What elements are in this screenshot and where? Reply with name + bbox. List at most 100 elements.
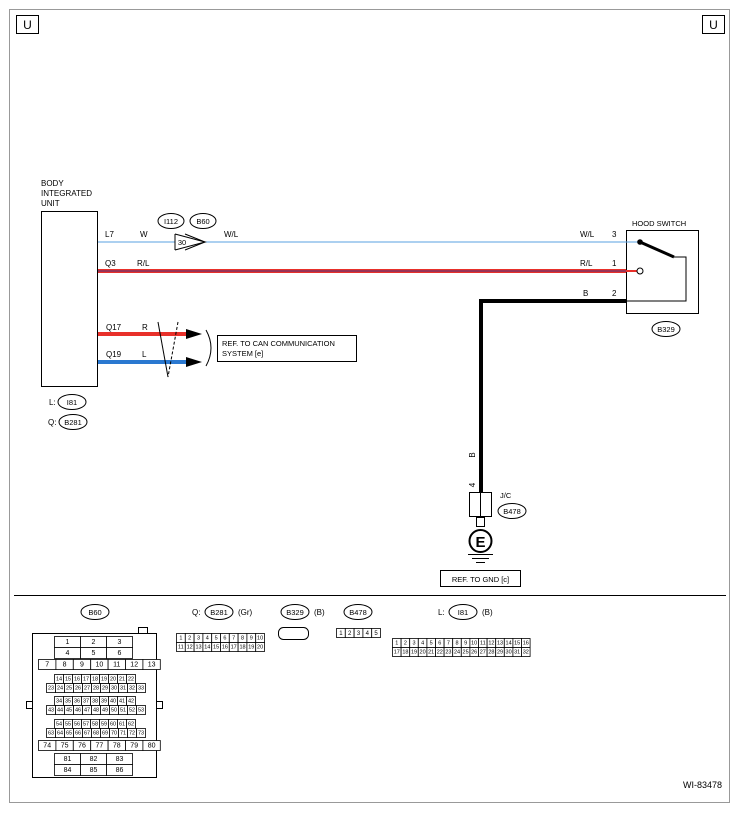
b60-pin-67: 67 [84, 731, 90, 737]
corner-marker-left-label: U [23, 18, 32, 32]
can-ref-line1: REF. TO CAN COMMUNICATION [222, 339, 335, 348]
body-unit-title-3: UNIT [41, 199, 60, 208]
b60-pin-80-cell [142, 740, 161, 751]
b281-pin-7: 7 [232, 636, 235, 642]
b60-pin-20: 20 [110, 677, 116, 683]
b60-pin-70: 70 [111, 731, 117, 737]
gnd-ref-label: REF. TO GND [c] [452, 575, 509, 584]
cv-B60-badge [80, 604, 110, 620]
b60-pin-44: 44 [57, 708, 63, 714]
b60-pin-76: 76 [78, 743, 86, 750]
corner-marker-right-label: U [709, 18, 718, 32]
b60-pin-6: 6 [118, 650, 122, 657]
i81-pin-9: 9 [464, 641, 467, 647]
i81-pin-19: 19 [411, 650, 417, 656]
i81-pin-23: 23 [445, 650, 451, 656]
b60-pin-49: 49 [102, 708, 108, 714]
corner-marker-left [16, 15, 39, 34]
cv-B281-label: B281 [210, 608, 228, 617]
b281-pin-3: 3 [197, 636, 200, 642]
cv-B329-color: (B) [314, 608, 325, 617]
b60-pin-30: 30 [111, 686, 117, 692]
b60-pin-37: 37 [83, 699, 89, 705]
b60-pin-34: 34 [56, 699, 62, 705]
cv-B60-label: B60 [88, 608, 101, 617]
wire-w4-color: R [142, 323, 148, 332]
b60-pin-62: 62 [128, 722, 134, 728]
b60-pin-28: 28 [93, 686, 99, 692]
b60-pin-18: 18 [92, 677, 98, 683]
connector-L-prefix: L: [49, 398, 56, 407]
b60-pin-50: 50 [111, 708, 117, 714]
i81-pin-22: 22 [437, 650, 443, 656]
b60-pin-60: 60 [110, 722, 116, 728]
b281-pin-1: 1 [179, 636, 182, 642]
ground-circle [468, 529, 493, 553]
cv-B478-label: B478 [349, 608, 367, 617]
cv-B281-badge [204, 604, 234, 620]
i81-pin-29: 29 [497, 650, 503, 656]
b60-pin-15: 15 [65, 677, 71, 683]
b281-pin-17: 17 [231, 645, 237, 651]
cv-B60-side-right [156, 701, 163, 709]
b60-pin-63: 63 [48, 731, 54, 737]
b60-pin-82: 82 [90, 756, 98, 763]
ground-symbol: E [475, 534, 485, 551]
i81-pin-30: 30 [506, 650, 512, 656]
b60-pin-69: 69 [102, 731, 108, 737]
i81-pin-14: 14 [506, 641, 512, 647]
b281-pin-20-cell [255, 642, 265, 652]
can-ref-brace [205, 329, 212, 367]
i81-pin-28: 28 [488, 650, 494, 656]
cv-I81-prefix: L: [438, 608, 445, 617]
b60-pin-73: 73 [138, 731, 144, 737]
i81-pin-24: 24 [454, 650, 460, 656]
b60-pin-14: 14 [56, 677, 62, 683]
i81-pin-15: 15 [514, 641, 520, 647]
b60-pin-84: 84 [64, 767, 72, 774]
wire-w3-pin-right: 2 [612, 289, 617, 298]
b60-pin-43: 43 [48, 708, 54, 714]
b60-pin-80: 80 [148, 743, 156, 750]
can-ref-line2: SYSTEM [e] [222, 349, 263, 358]
b60-pin-17: 17 [83, 677, 89, 683]
b60-pin-33-cell [136, 683, 146, 693]
b60-pin-81: 81 [64, 756, 72, 763]
b60-pin-19: 19 [101, 677, 107, 683]
b60-pin-13-cell [142, 659, 161, 670]
i81-pin-12: 12 [488, 641, 494, 647]
wire-w1-color-left: W [140, 230, 148, 239]
b281-pin-10: 10 [257, 636, 263, 642]
b60-pin-86: 86 [116, 767, 124, 774]
b60-pin-72: 72 [129, 731, 135, 737]
connector-pin-30: 30 [178, 238, 186, 247]
connector-B329-label: B329 [657, 325, 675, 334]
joint-connector-stub [476, 517, 485, 527]
b281-pin-8: 8 [241, 636, 244, 642]
b281-pin-13: 13 [195, 645, 201, 651]
connector-Q-prefix: Q: [48, 418, 56, 427]
connector-B478-label: B478 [503, 507, 521, 516]
b60-pin-4: 4 [66, 650, 70, 657]
i81-pin-7: 7 [447, 641, 450, 647]
b60-pin-8: 8 [63, 662, 67, 669]
cv-I81-badge [448, 604, 478, 620]
b60-pin-58: 58 [92, 722, 98, 728]
connector-B281-badge [58, 414, 88, 430]
b60-pin-41: 41 [119, 699, 125, 705]
hood-switch-label: HOOD SWITCH [632, 219, 686, 228]
b60-pin-3: 3 [118, 639, 122, 646]
b60-pin-42: 42 [128, 699, 134, 705]
wire-w2-pin: Q3 [105, 259, 116, 268]
b60-pin-27: 27 [84, 686, 90, 692]
b60-pin-40: 40 [110, 699, 116, 705]
i81-pin-6: 6 [438, 641, 441, 647]
b60-pin-16: 16 [74, 677, 80, 683]
b281-pin-18: 18 [239, 645, 245, 651]
wire-can-r-arrow [186, 329, 202, 339]
b60-pin-32: 32 [129, 686, 135, 692]
b60-pin-53: 53 [138, 708, 144, 714]
i81-pin-32-cell [521, 647, 531, 657]
